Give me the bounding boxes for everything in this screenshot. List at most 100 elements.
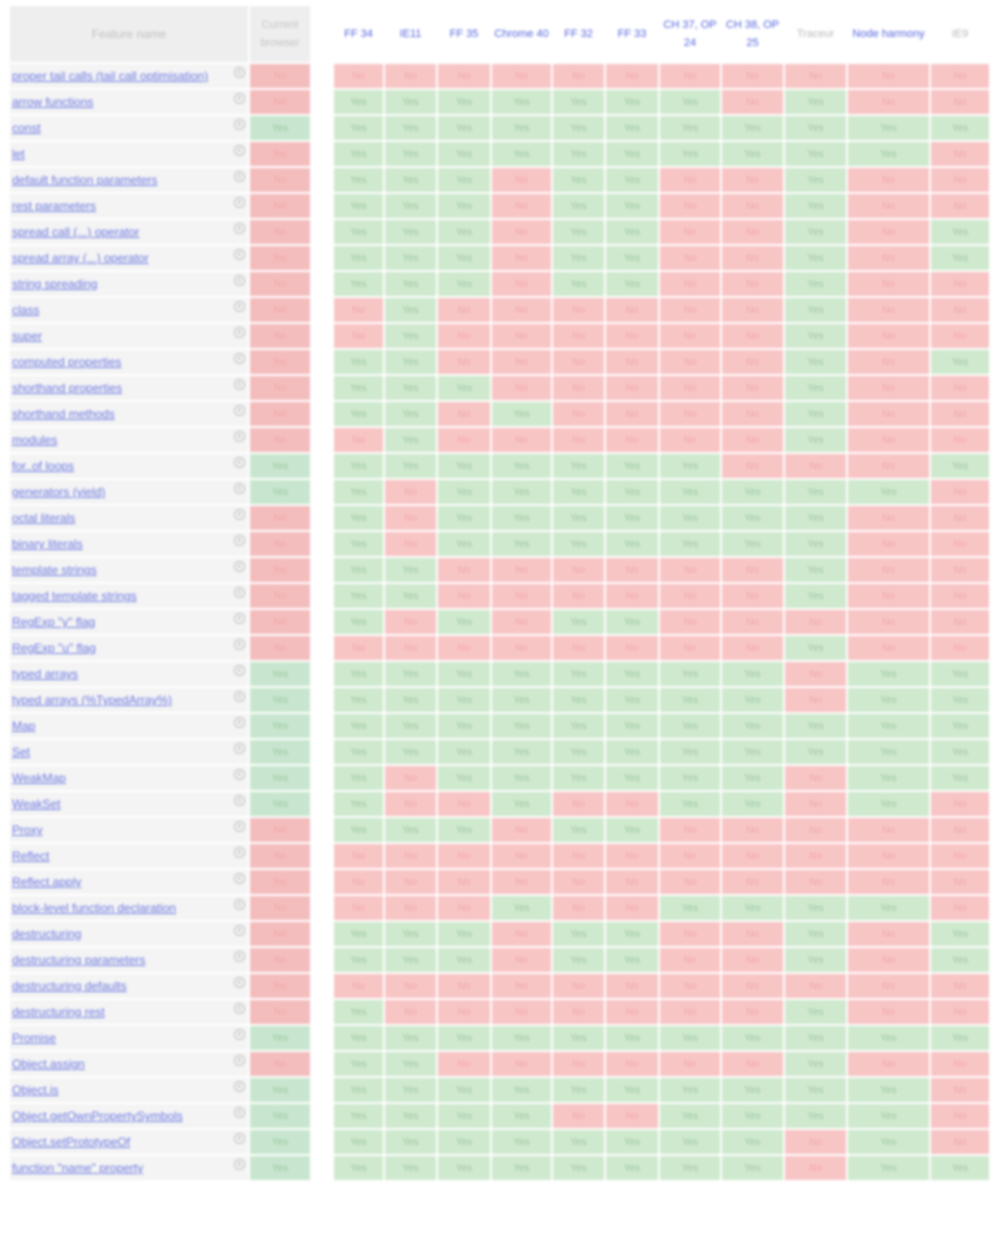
col-ff35[interactable]: FF 35 xyxy=(449,28,479,40)
feature-link[interactable]: binary literals xyxy=(12,537,83,551)
info-icon[interactable]: c xyxy=(234,977,245,988)
feature-link[interactable]: default function parameters xyxy=(12,173,158,187)
feature-link[interactable]: RegExp "y" flag xyxy=(12,615,96,629)
info-icon[interactable]: c xyxy=(234,379,245,390)
info-icon[interactable]: c xyxy=(234,301,245,312)
info-icon[interactable]: c xyxy=(234,665,245,676)
feature-link[interactable]: block-level function declaration xyxy=(12,901,177,915)
col-ch38[interactable]: CH 38, OP 25 xyxy=(725,19,780,49)
feature-link[interactable]: destructuring defaults xyxy=(12,979,127,993)
feature-link[interactable]: typed arrays (%TypedArray%) xyxy=(12,693,173,707)
info-icon[interactable]: c xyxy=(234,1003,245,1014)
result-yes: Yes xyxy=(785,1000,846,1024)
feature-link[interactable]: tagged template strings xyxy=(12,589,137,603)
col-traceur[interactable]: Traceur xyxy=(796,28,835,40)
info-icon[interactable]: c xyxy=(234,847,245,858)
info-icon[interactable]: c xyxy=(234,899,245,910)
info-icon[interactable]: c xyxy=(234,1055,245,1066)
feature-link[interactable]: modules xyxy=(12,433,58,447)
feature-link[interactable]: WeakMap xyxy=(12,771,66,785)
feature-link[interactable]: spread array (...) operator xyxy=(12,251,149,265)
info-icon[interactable]: c xyxy=(234,925,245,936)
col-chrome40[interactable]: Chrome 40 xyxy=(494,28,549,40)
feature-link[interactable]: spread call (...) operator xyxy=(12,225,140,239)
feature-link[interactable]: WeakSet xyxy=(12,797,61,811)
info-icon[interactable]: c xyxy=(234,353,245,364)
feature-link[interactable]: Proxy xyxy=(12,823,43,837)
col-ch37[interactable]: CH 37, OP 24 xyxy=(663,19,717,49)
info-icon[interactable]: c xyxy=(234,457,245,468)
feature-link[interactable]: destructuring xyxy=(12,927,82,941)
feature-link[interactable]: class xyxy=(12,303,40,317)
info-icon[interactable]: c xyxy=(234,873,245,884)
info-icon[interactable]: c xyxy=(234,1081,245,1092)
info-icon[interactable]: c xyxy=(234,249,245,260)
info-icon[interactable]: c xyxy=(234,1133,245,1144)
feature-link[interactable]: generators (yield) xyxy=(12,485,106,499)
info-icon[interactable]: c xyxy=(234,821,245,832)
feature-link[interactable]: string spreading xyxy=(12,277,98,291)
feature-link[interactable]: proper tail calls (tail call optimisatio… xyxy=(12,69,209,83)
feature-link[interactable]: Object.is xyxy=(12,1083,59,1097)
info-icon[interactable]: c xyxy=(234,1029,245,1040)
col-ff32[interactable]: FF 32 xyxy=(564,28,593,40)
feature-link[interactable]: super xyxy=(12,329,43,343)
info-icon[interactable]: c xyxy=(234,119,245,130)
feature-link[interactable]: destructuring rest xyxy=(12,1005,105,1019)
feature-link[interactable]: RegExp "u" flag xyxy=(12,641,96,655)
feature-link[interactable]: Reflect xyxy=(12,849,50,863)
info-icon[interactable]: c xyxy=(234,67,245,78)
feature-link[interactable]: arrow functions xyxy=(12,95,94,109)
feature-link[interactable]: shorthand methods xyxy=(12,407,115,421)
info-icon[interactable]: c xyxy=(234,93,245,104)
feature-link[interactable]: Object.getOwnPropertySymbols xyxy=(12,1109,183,1123)
feature-link[interactable]: typed arrays xyxy=(12,667,79,681)
info-icon[interactable]: c xyxy=(234,951,245,962)
feature-link[interactable]: template strings xyxy=(12,563,97,577)
info-icon[interactable]: c xyxy=(234,795,245,806)
feature-link[interactable]: Set xyxy=(12,745,31,759)
result-yes: Yes xyxy=(931,246,989,270)
col-node-harmony[interactable]: Node harmony xyxy=(852,28,925,40)
feature-link[interactable]: Map xyxy=(12,719,36,733)
feature-link[interactable]: rest parameters xyxy=(12,199,97,213)
info-icon[interactable]: c xyxy=(234,223,245,234)
feature-link[interactable]: octal literals xyxy=(12,511,76,525)
info-icon[interactable]: c xyxy=(234,405,245,416)
info-icon[interactable]: c xyxy=(234,691,245,702)
col-ie11[interactable]: IE11 xyxy=(399,28,422,40)
info-icon[interactable]: c xyxy=(234,639,245,650)
info-icon[interactable]: c xyxy=(234,613,245,624)
info-icon[interactable]: c xyxy=(234,171,245,182)
info-icon[interactable]: c xyxy=(234,509,245,520)
info-icon[interactable]: c xyxy=(234,1107,245,1118)
feature-link[interactable]: Promise xyxy=(12,1031,57,1045)
info-icon[interactable]: c xyxy=(234,1159,245,1170)
feature-link[interactable]: function "name" property xyxy=(12,1161,144,1175)
feature-link[interactable]: let xyxy=(12,147,25,161)
info-icon[interactable]: c xyxy=(234,561,245,572)
feature-link[interactable]: const xyxy=(12,121,41,135)
info-icon[interactable]: c xyxy=(234,717,245,728)
info-icon[interactable]: c xyxy=(234,483,245,494)
feature-link[interactable]: for..of loops xyxy=(12,459,75,473)
feature-link[interactable]: destructuring parameters xyxy=(12,953,146,967)
info-icon[interactable]: c xyxy=(234,145,245,156)
feature-link[interactable]: Object.assign xyxy=(12,1057,85,1071)
info-icon[interactable]: c xyxy=(234,275,245,286)
info-icon[interactable]: c xyxy=(234,431,245,442)
feature-link[interactable]: Reflect.apply xyxy=(12,875,82,889)
info-icon[interactable]: c xyxy=(234,535,245,546)
info-icon[interactable]: c xyxy=(234,327,245,338)
info-icon[interactable]: c xyxy=(234,197,245,208)
feature-link[interactable]: Object.setPrototypeOf xyxy=(12,1135,131,1149)
col-ff33[interactable]: FF 33 xyxy=(617,28,647,40)
info-icon[interactable]: c xyxy=(234,587,245,598)
col-ff34[interactable]: FF 34 xyxy=(344,28,373,40)
info-icon[interactable]: c xyxy=(234,743,245,754)
feature-link[interactable]: computed properties xyxy=(12,355,122,369)
info-icon[interactable]: c xyxy=(234,769,245,780)
col-ie9[interactable]: IE9 xyxy=(951,28,969,40)
feature-link[interactable]: shorthand properties xyxy=(12,381,123,395)
feature-name-header[interactable]: Feature name xyxy=(10,6,248,62)
